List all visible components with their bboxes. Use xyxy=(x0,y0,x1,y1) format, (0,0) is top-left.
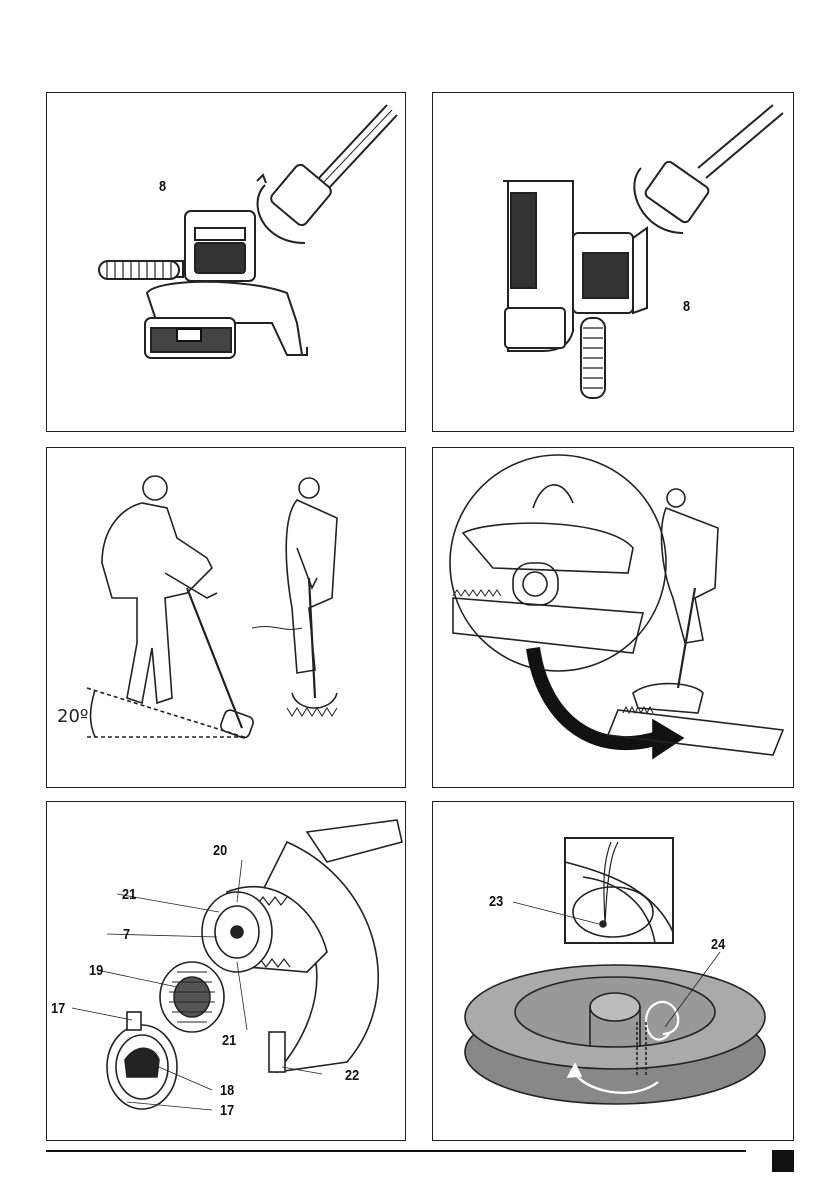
footer-rule xyxy=(46,1150,746,1152)
callout-label: 7 xyxy=(123,926,130,943)
figure-2-panel: 8 xyxy=(432,92,794,432)
callout-label: 23 xyxy=(489,893,503,910)
callout-label: 20 xyxy=(213,842,227,859)
trimmer-head-side-illustration xyxy=(47,93,407,433)
figure-5-panel: 20 21 7 19 17 21 18 22 17 xyxy=(46,801,406,1141)
figure-4-panel xyxy=(432,447,794,788)
callout-label: 22 xyxy=(345,1067,359,1084)
callout-label: 21 xyxy=(122,886,136,903)
callout-label: 21 xyxy=(222,1032,236,1049)
callout-label: 17 xyxy=(51,1000,65,1017)
trimmer-head-front-illustration xyxy=(433,93,795,433)
callout-label: 8 xyxy=(159,178,166,195)
callout-label: 18 xyxy=(220,1082,234,1099)
figure-1-panel: 8 xyxy=(46,92,406,432)
callout-label: 24 xyxy=(711,936,725,953)
page-marker-block xyxy=(772,1150,794,1172)
callout-label: 17 xyxy=(220,1102,234,1119)
figure-6-panel: 23 24 xyxy=(432,801,794,1141)
spool-line-illustration xyxy=(433,802,795,1142)
figure-3-panel: 20º xyxy=(46,447,406,788)
edging-illustration xyxy=(433,448,795,789)
callout-label: 8 xyxy=(683,298,690,315)
angle-label: 20º xyxy=(57,706,88,727)
operator-trimming-illustration xyxy=(47,448,407,789)
callout-label: 19 xyxy=(89,962,103,979)
